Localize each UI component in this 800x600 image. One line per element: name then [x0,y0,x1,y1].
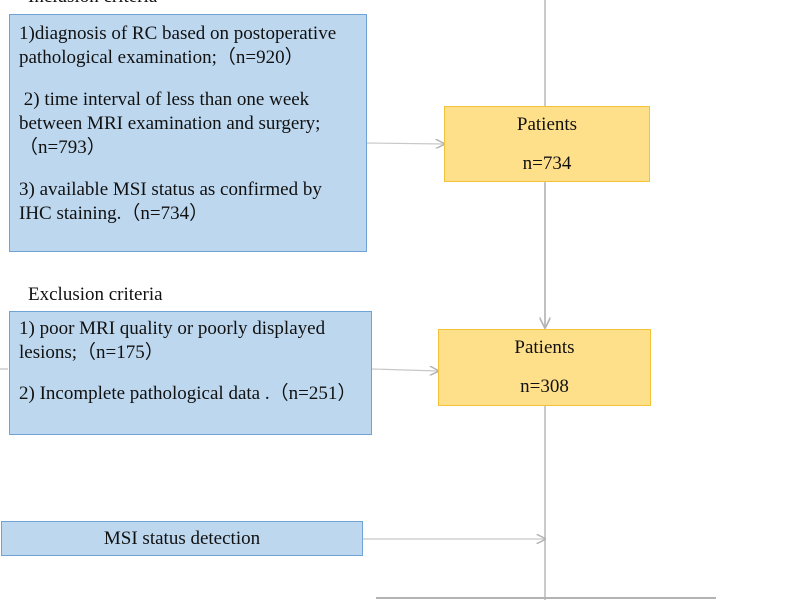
patients-label: Patients [514,337,575,358]
msi-status-label: MSI status detection [103,528,261,549]
inclusion-item-1: 1)diagnosis of RC based on postoperative… [19,23,337,68]
exclusion-criteria-box: 1) poor MRI quality or poorly displayed … [9,311,372,435]
exclusion-arrow [371,369,438,371]
exclusion-item-1: 1) poor MRI quality or poorly displayed … [19,318,326,363]
patients-label: Patients [516,114,578,135]
patients-box-308: Patients n=308 [438,329,651,406]
inclusion-heading: Inclusion criteria [28,0,157,8]
inclusion-criteria-box: 1)diagnosis of RC based on postoperative… [9,14,367,252]
exclusion-item-2: 2) Incomplete pathological data .（n=251） [19,383,357,404]
msi-status-box: MSI status detection [1,521,363,556]
exclusion-heading: Exclusion criteria [28,284,163,305]
patients-box-734: Patients n=734 [444,106,650,182]
patients-count: n=734 [522,153,572,174]
inclusion-item-3: 3) available MSI status as confirmed by … [19,179,322,224]
inclusion-arrow [365,143,444,144]
patients-count: n=308 [520,376,569,397]
inclusion-item-2: 2) time interval of less than one week b… [19,89,326,158]
